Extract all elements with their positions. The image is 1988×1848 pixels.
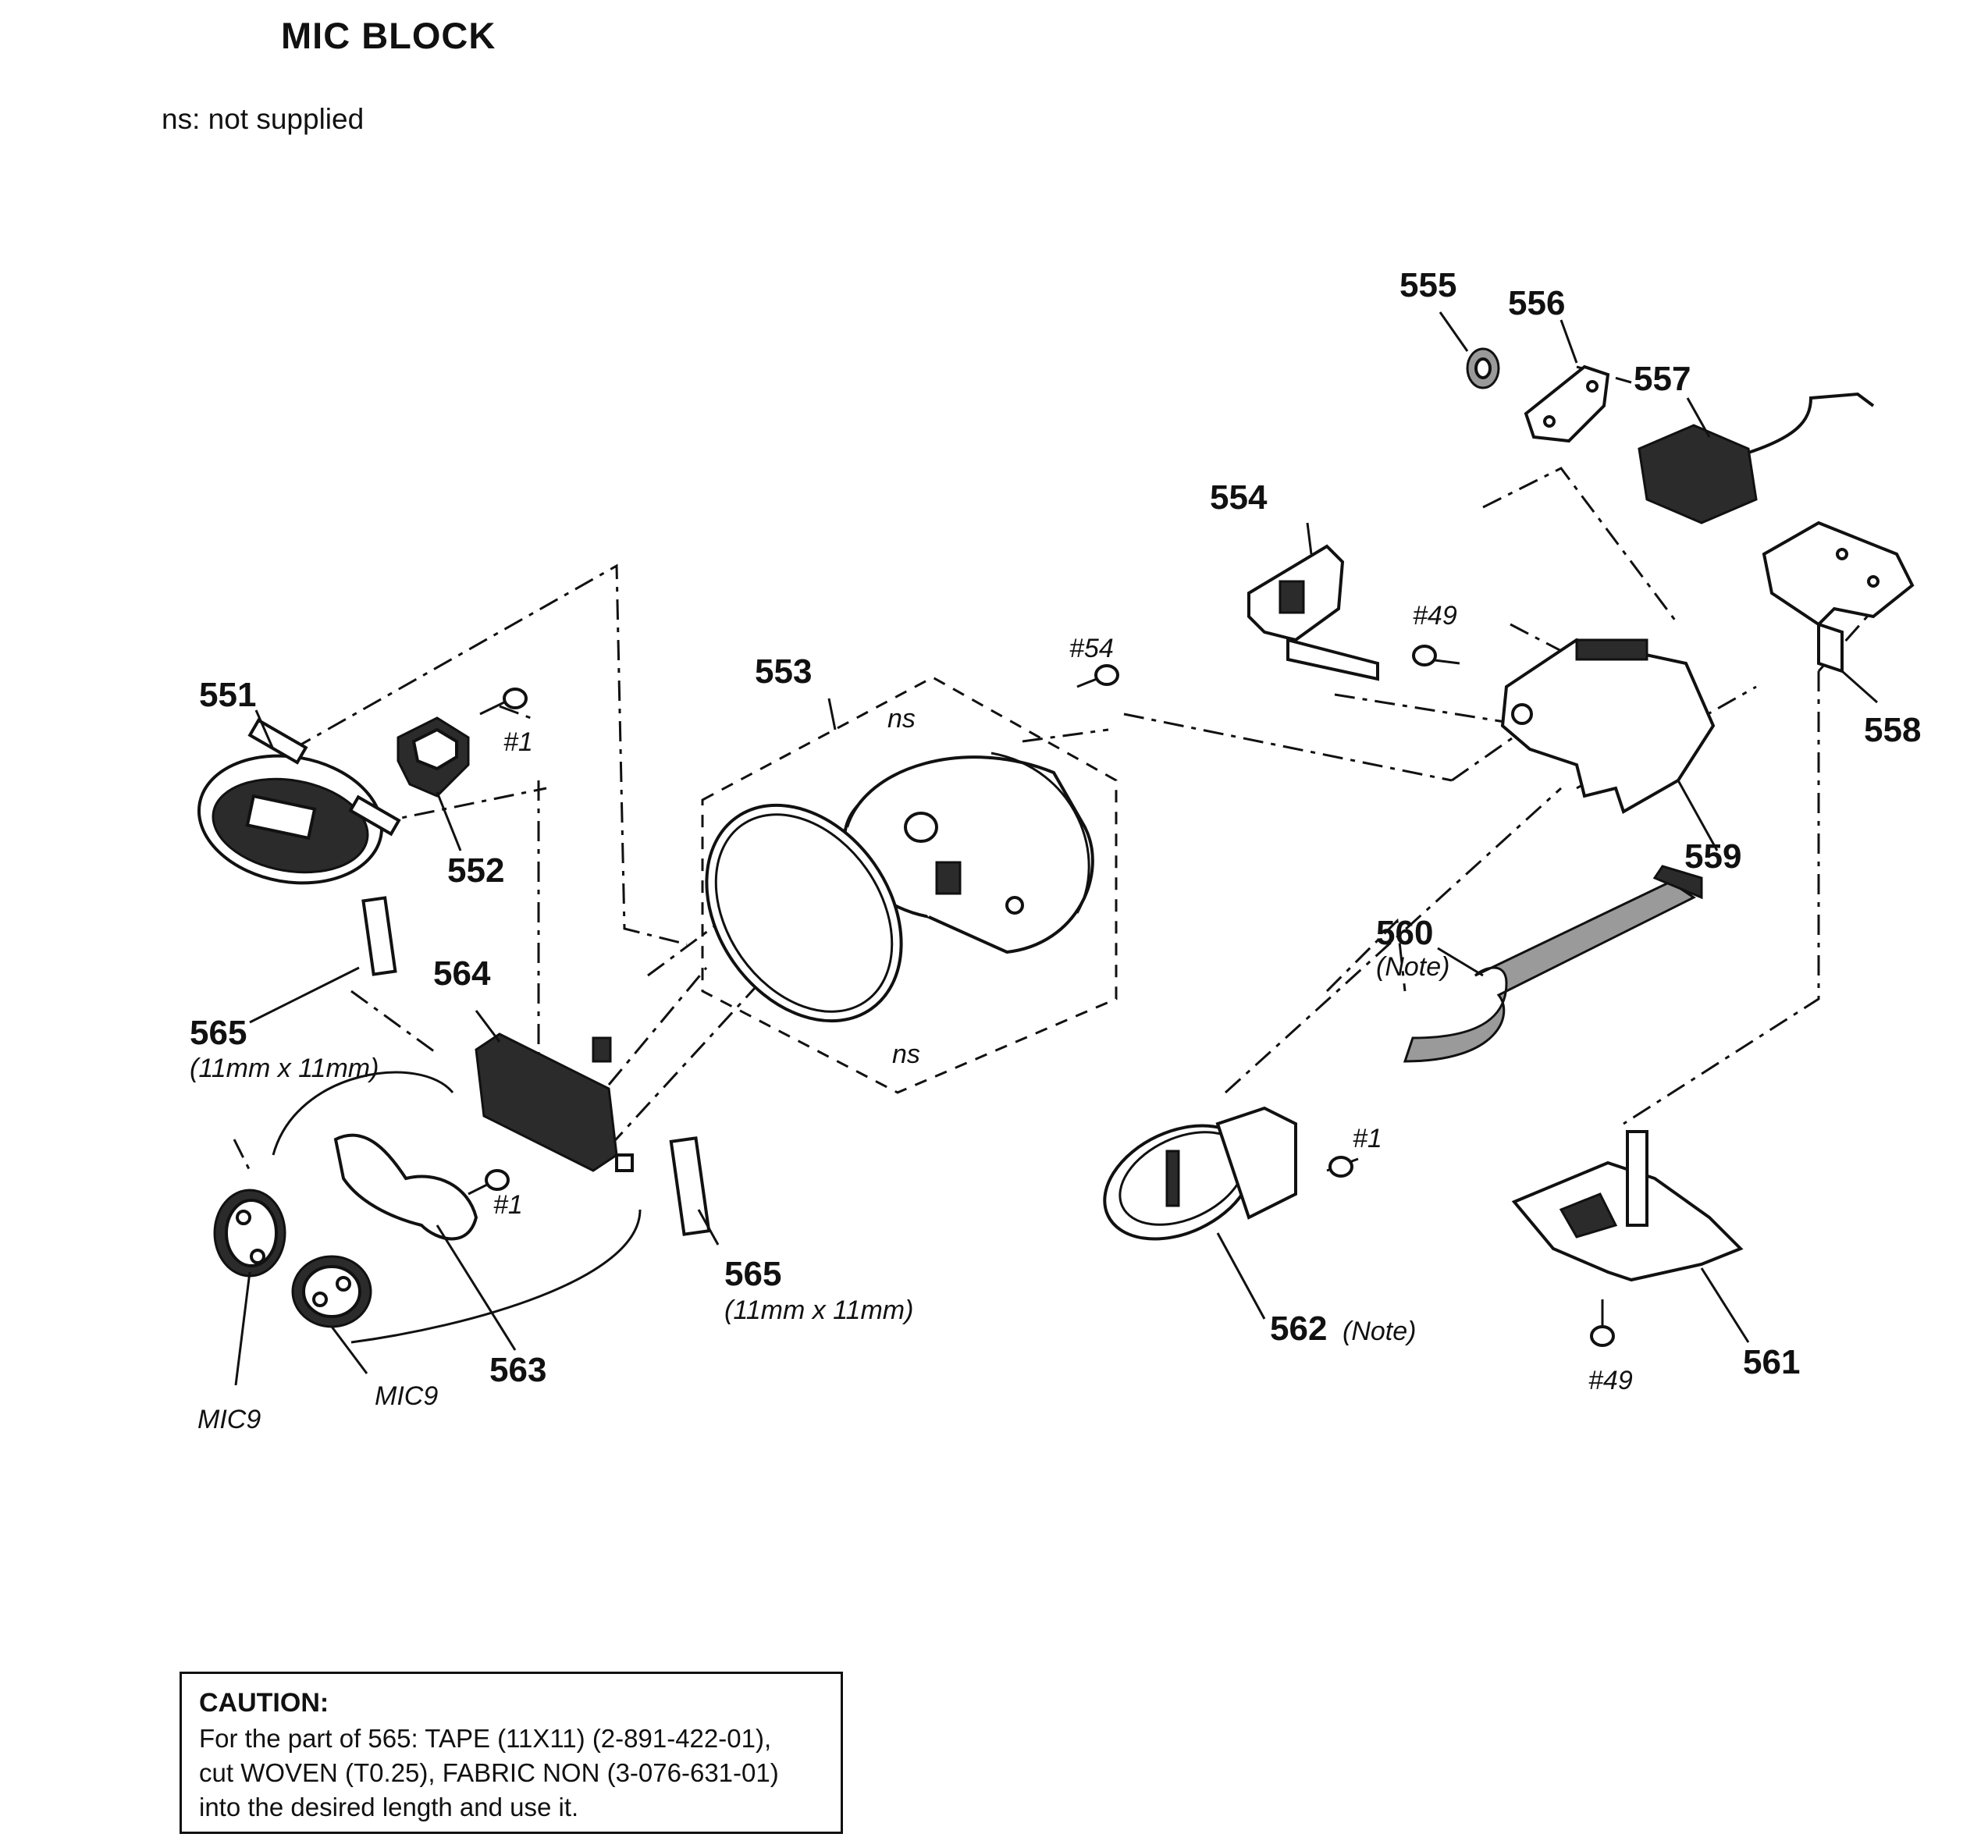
label-557: 557 bbox=[1634, 360, 1691, 398]
label-564: 564 bbox=[433, 954, 491, 993]
label-554: 554 bbox=[1210, 478, 1268, 517]
label-screw-1-middle: #1 bbox=[1353, 1124, 1382, 1153]
label-562: 562 bbox=[1270, 1310, 1327, 1348]
label-screw-1-lower: #1 bbox=[493, 1190, 523, 1220]
label-565-upper-size: (11mm x 11mm) bbox=[190, 1054, 379, 1083]
label-558: 558 bbox=[1864, 711, 1921, 749]
caution-line-2: cut WOVEN (T0.25), FABRIC NON (3-076-631… bbox=[199, 1758, 779, 1787]
label-ns-top: ns bbox=[887, 704, 916, 734]
label-screw-49-lower: #49 bbox=[1588, 1366, 1633, 1395]
label-563: 563 bbox=[489, 1351, 546, 1389]
jack-557 bbox=[1638, 392, 1875, 524]
label-screw-54: #54 bbox=[1069, 634, 1114, 663]
tape-565-upper bbox=[361, 896, 397, 976]
label-screw-49-upper: #49 bbox=[1413, 601, 1457, 631]
label-mic9-right: MIC9 bbox=[375, 1381, 438, 1411]
screw-1-lower bbox=[468, 1169, 510, 1196]
label-561: 561 bbox=[1743, 1343, 1800, 1381]
label-565-lower-size: (11mm x 11mm) bbox=[724, 1295, 913, 1325]
caution-box: CAUTION: For the part of 565: TAPE (11X1… bbox=[180, 1672, 843, 1834]
label-565-upper: 565 bbox=[190, 1014, 247, 1052]
bracket-552 bbox=[397, 716, 470, 798]
mic-housing-553 bbox=[843, 752, 1094, 954]
rear-mic-assembly-562 bbox=[1103, 1106, 1297, 1241]
bracket-554 bbox=[1247, 544, 1379, 681]
mic9-left bbox=[213, 1189, 286, 1278]
screw-49-upper bbox=[1412, 645, 1460, 666]
flex-cable-560 bbox=[1403, 865, 1703, 1063]
label-553: 553 bbox=[755, 652, 812, 691]
bottom-bracket-561 bbox=[1511, 1130, 1744, 1282]
label-560: 560 bbox=[1376, 914, 1433, 952]
screw-49-lower bbox=[1590, 1299, 1615, 1347]
label-556: 556 bbox=[1508, 284, 1565, 322]
washer-555 bbox=[1466, 347, 1500, 389]
caution-line-3: into the desired length and use it. bbox=[199, 1793, 579, 1821]
bracket-556 bbox=[1524, 364, 1610, 443]
cover-559 bbox=[1500, 638, 1716, 814]
mic-holder-564 bbox=[475, 1032, 634, 1172]
caution-title: CAUTION: bbox=[199, 1688, 329, 1718]
label-555: 555 bbox=[1399, 266, 1456, 304]
screw-1-middle bbox=[1326, 1156, 1359, 1178]
label-559: 559 bbox=[1684, 837, 1741, 876]
label-565-lower: 565 bbox=[724, 1255, 781, 1293]
label-551: 551 bbox=[199, 676, 256, 714]
label-562-note: (Note) bbox=[1343, 1317, 1416, 1346]
caution-line-1: For the part of 565: TAPE (11X11) (2-891… bbox=[199, 1724, 772, 1753]
front-grille-551 bbox=[197, 718, 401, 885]
mic-cushion-563 bbox=[272, 1071, 642, 1344]
leader-lines bbox=[234, 311, 1878, 1386]
label-mic9-left: MIC9 bbox=[197, 1405, 261, 1434]
label-552: 552 bbox=[447, 851, 504, 890]
seal-ring bbox=[705, 803, 903, 1023]
label-ns-bottom: ns bbox=[892, 1040, 920, 1069]
plate-558 bbox=[1762, 521, 1915, 673]
housing-group-553-outline bbox=[701, 676, 1118, 1094]
label-screw-1-top: #1 bbox=[503, 727, 533, 757]
page-title: MIC BLOCK bbox=[281, 15, 496, 56]
screw-1-top bbox=[479, 688, 528, 716]
screw-54 bbox=[1076, 664, 1119, 688]
mic9-right bbox=[291, 1255, 372, 1328]
ns-legend: ns: not supplied bbox=[162, 103, 365, 135]
label-560-note: (Note) bbox=[1376, 952, 1449, 982]
